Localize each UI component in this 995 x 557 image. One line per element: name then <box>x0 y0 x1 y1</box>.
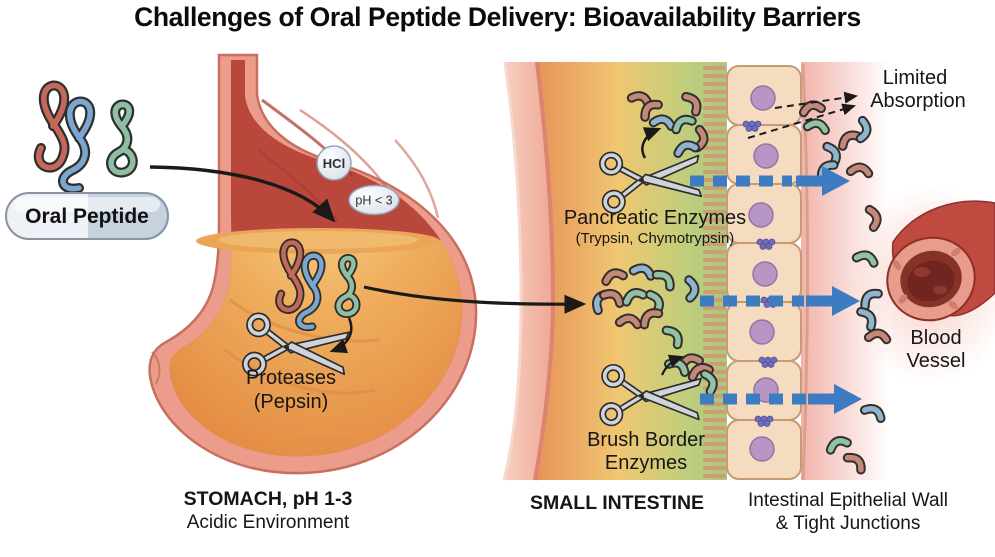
brush-border-label-2: Enzymes <box>605 452 687 474</box>
stomach-graphic <box>148 53 478 475</box>
cell-nucleus <box>750 85 776 111</box>
fluid-surface-highlight <box>218 231 418 249</box>
ph-label: pH < 3 <box>355 194 392 208</box>
brush-border-label-1: Brush Border <box>587 429 705 451</box>
hcl-bubble: HCl <box>316 145 352 181</box>
pepsin-action-arrow <box>329 317 353 354</box>
limited-absorption-label-2: Absorption <box>870 90 966 112</box>
intestine-lumen <box>530 62 727 480</box>
blood-vessel-label-2: Vessel <box>907 350 966 372</box>
stomach-caption-sub: Acidic Environment <box>187 512 350 533</box>
absorption-arrow-1 <box>690 166 850 196</box>
blood-vessel-label-1: Blood <box>910 327 961 349</box>
oral-peptide-capsule: Oral Peptide <box>5 192 169 240</box>
hcl-label: HCl <box>323 156 345 171</box>
intestine-wall-outer-edge <box>502 61 523 481</box>
absorption-callout-line-1 <box>774 91 858 109</box>
pancreatic-enzymes-label-1: Pancreatic Enzymes <box>564 207 746 229</box>
wall-caption-2: & Tight Junctions <box>776 513 921 534</box>
cell-nucleus <box>752 261 778 287</box>
cell-nucleus <box>748 202 774 228</box>
cell-nucleus <box>749 319 775 345</box>
pancreatic-action-arrow <box>641 127 662 159</box>
cell-nucleus <box>749 436 775 462</box>
page-title: Challenges of Oral Peptide Delivery: Bio… <box>134 2 861 32</box>
cell-nucleus <box>753 143 779 169</box>
pylorus-fold <box>151 351 161 385</box>
epithelium-right-edge <box>801 63 809 481</box>
ingestion-arrow <box>149 165 336 223</box>
transit-arrow <box>363 285 587 314</box>
microvilli-brush-border <box>703 66 728 479</box>
capsule-label: Oral Peptide <box>25 205 149 228</box>
ph-bubble: pH < 3 <box>348 184 400 216</box>
stomach-caption-bold: STOMACH, pH 1-3 <box>184 488 353 510</box>
absorption-arrow-2 <box>700 286 860 316</box>
proteases-label-1: Proteases <box>246 367 336 389</box>
limited-absorption-label-1: Limited <box>883 67 947 89</box>
small-intestine-caption: SMALL INTESTINE <box>530 492 704 514</box>
brush-border-action-arrow <box>660 354 685 376</box>
intestine-wall-inner-edge <box>533 61 556 481</box>
absorption-callout-line-2 <box>747 103 856 139</box>
blood-vessel-graphic <box>886 200 995 322</box>
peptide-molecule-free <box>39 86 133 189</box>
proteases-label-2: (Pepsin) <box>254 391 328 413</box>
absorption-arrow-3 <box>700 384 862 414</box>
pancreatic-enzymes-label-2: (Trypsin, Chymotrypsin) <box>576 230 735 247</box>
wall-caption-1: Intestinal Epithelial Wall <box>748 490 948 511</box>
